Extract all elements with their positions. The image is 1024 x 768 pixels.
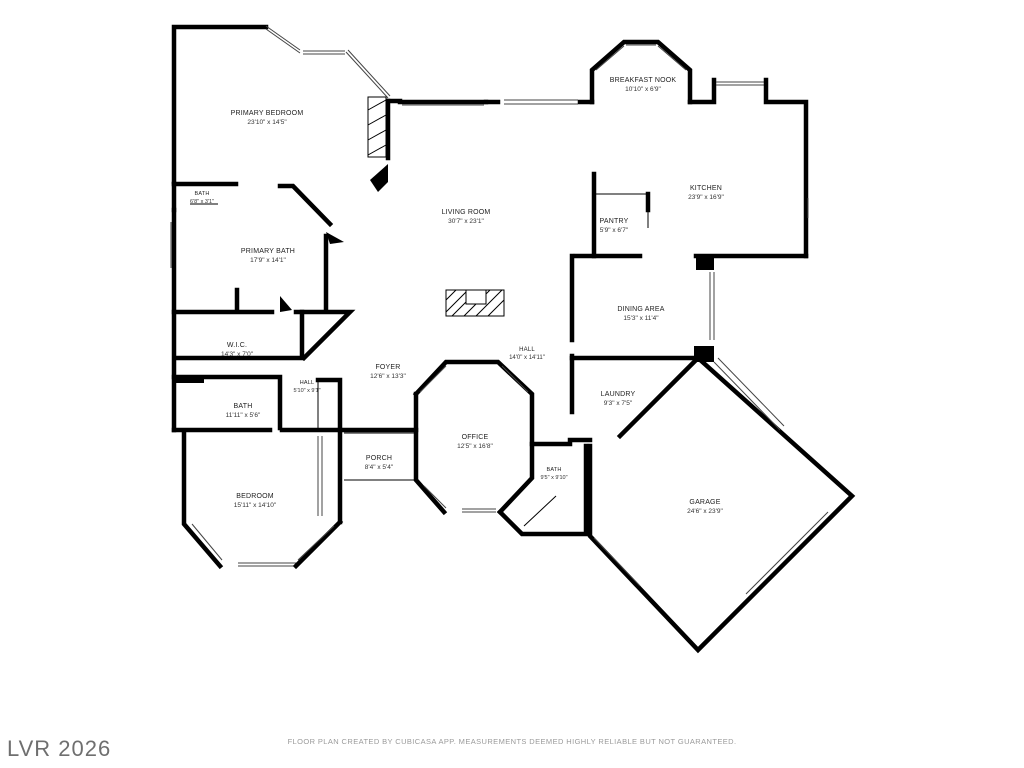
room-name-bath-small: BATH <box>194 191 209 197</box>
room-dims-breakfast-nook: 10'10" x 6'9" <box>625 86 661 93</box>
room-name-wic: W.I.C. <box>227 342 247 349</box>
room-name-living-room: LIVING ROOM <box>442 209 491 216</box>
room-dims-dining-area: 15'3" x 11'4" <box>623 315 659 322</box>
room-name-pantry: PANTRY <box>600 218 629 225</box>
room-name-hall-small: HALL <box>300 380 315 386</box>
room-dims-laundry: 9'3" x 7'5" <box>604 400 633 407</box>
room-dims-pantry: 5'9" x 6'7" <box>600 227 629 234</box>
room-labels: PRIMARY BEDROOM 23'10" x 14'5" BATH 6'8"… <box>190 77 725 515</box>
room-dims-bath-small: 6'8" x 3'1" <box>190 199 214 205</box>
room-dims-office: 12'5" x 16'8" <box>457 443 493 450</box>
room-name-porch: PORCH <box>366 455 392 462</box>
room-name-kitchen: KITCHEN <box>690 185 722 192</box>
room-name-primary-bath: PRIMARY BATH <box>241 248 295 255</box>
room-dims-foyer: 12'6" x 13'3" <box>370 373 406 380</box>
room-name-bath-3: BATH <box>546 467 561 473</box>
room-name-bedroom: BEDROOM <box>236 493 274 500</box>
room-dims-primary-bedroom: 23'10" x 14'5" <box>247 119 287 126</box>
room-dims-hall-main: 14'0" x 14'11" <box>509 355 545 361</box>
brand-logo: LVR 2026 <box>7 736 112 761</box>
room-dims-hall-small: 5'10" x 9'1" <box>293 388 320 394</box>
room-name-laundry: LAUNDRY <box>601 391 636 398</box>
room-dims-bedroom: 15'11" x 14'10" <box>234 502 277 509</box>
room-dims-living-room: 30'7" x 23'1" <box>448 218 484 225</box>
room-dims-bath-3: 9'5" x 9'10" <box>540 475 567 481</box>
room-dims-kitchen: 23'9" x 16'9" <box>688 194 724 201</box>
floor-plan-disclaimer: FLOOR PLAN CREATED BY CUBICASA APP. MEAS… <box>287 737 737 746</box>
walls <box>170 24 856 654</box>
room-dims-wic: 14'3" x 7'0" <box>221 351 254 358</box>
room-name-garage: GARAGE <box>689 499 720 506</box>
room-name-bath-2: BATH <box>234 403 253 410</box>
room-name-foyer: FOYER <box>375 364 400 371</box>
room-name-primary-bedroom: PRIMARY BEDROOM <box>231 110 304 117</box>
room-name-office: OFFICE <box>462 434 489 441</box>
room-dims-garage: 24'6" x 23'9" <box>687 508 723 515</box>
room-name-breakfast-nook: BREAKFAST NOOK <box>610 77 677 84</box>
room-name-hall-main: HALL <box>519 347 535 353</box>
room-dims-bath-2: 11'11" x 5'6" <box>226 412 261 419</box>
room-dims-porch: 8'4" x 5'4" <box>365 464 394 471</box>
room-name-dining-area: DINING AREA <box>617 306 664 313</box>
room-dims-primary-bath: 17'9" x 14'1" <box>250 257 286 264</box>
